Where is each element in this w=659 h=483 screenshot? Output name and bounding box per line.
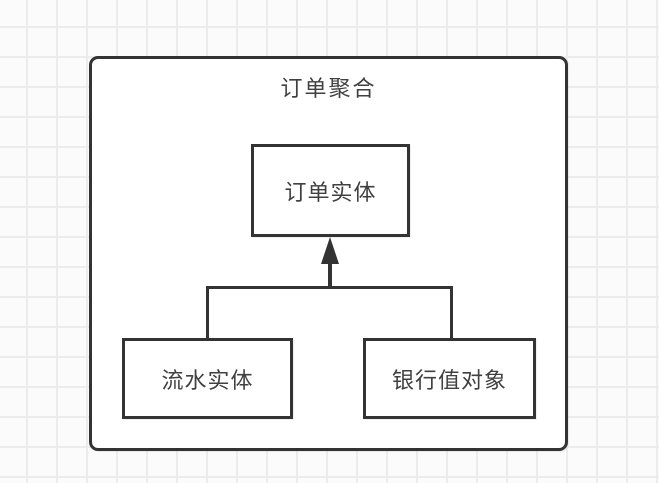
- node-label: 订单实体: [284, 179, 377, 205]
- node-order-entity: 订单实体: [251, 144, 410, 237]
- node-bank-value-object: 银行值对象: [363, 338, 536, 419]
- connector-left-vertical-line: [206, 286, 209, 340]
- up-arrowhead-icon: [321, 237, 339, 264]
- node-flow-entity: 流水实体: [122, 338, 293, 419]
- connector-arrow-shaft: [328, 260, 332, 288]
- node-label: 银行值对象: [391, 367, 507, 393]
- aggregate-title: 订单聚合: [280, 76, 377, 101]
- node-label: 流水实体: [161, 367, 254, 393]
- connector-right-vertical-line: [450, 286, 453, 340]
